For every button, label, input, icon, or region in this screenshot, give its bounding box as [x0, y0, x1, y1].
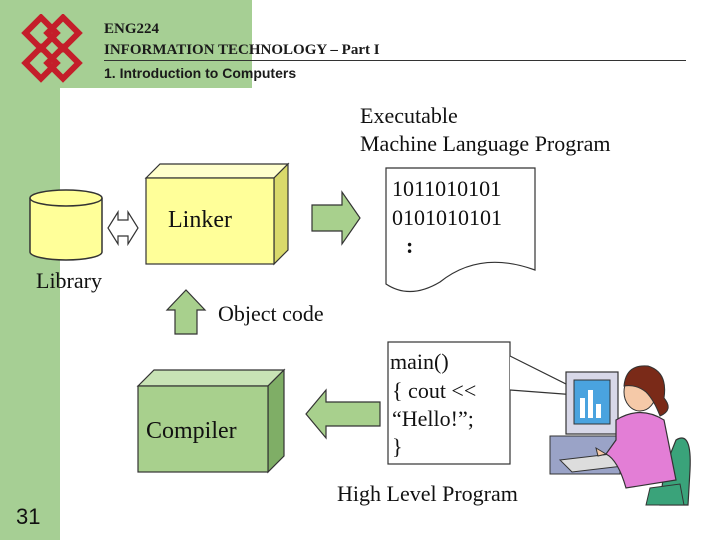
- object-code-label: Object code: [218, 301, 324, 326]
- library-linker-double-arrow: [107, 209, 139, 247]
- linker-to-executable-arrow: [311, 190, 361, 246]
- compiler-label: Compiler: [146, 418, 237, 444]
- university-logo-icon: [21, 14, 83, 83]
- source-code-line-4: }: [392, 434, 403, 459]
- header-green-block: [60, 0, 252, 88]
- machine-code-line-2: 0101010101: [392, 205, 502, 230]
- linker-label: Linker: [168, 207, 232, 233]
- compiler-box: [136, 368, 286, 474]
- section-title: 1. Introduction to Computers: [104, 65, 297, 81]
- executable-document: [385, 167, 536, 293]
- executable-label-line1: Executable: [360, 103, 458, 128]
- compiler-to-linker-arrow: [165, 289, 207, 335]
- header-divider: [104, 60, 686, 61]
- person-at-computer-icon: [549, 365, 691, 506]
- page-number: 31: [16, 504, 41, 529]
- source-code-line-3: “Hello!”;: [392, 406, 474, 431]
- library-label: Library: [36, 268, 102, 293]
- source-code-line-1: main(): [390, 349, 449, 374]
- executable-label-line2: Machine Language Program: [360, 131, 611, 156]
- high-level-program-label: High Level Program: [337, 481, 518, 506]
- source-code-box: [387, 341, 511, 465]
- source-code-line-2: { cout <<: [392, 378, 477, 403]
- source-to-compiler-arrow: [305, 388, 381, 440]
- linker-box: [144, 162, 290, 266]
- course-title: INFORMATION TECHNOLOGY – Part I: [104, 42, 380, 58]
- library-cylinder-icon: [29, 189, 103, 261]
- course-code: ENG224: [104, 21, 160, 37]
- machine-code-line-3: :: [406, 233, 414, 258]
- machine-code-line-1: 1011010101: [392, 176, 502, 201]
- left-green-bar: [0, 0, 60, 540]
